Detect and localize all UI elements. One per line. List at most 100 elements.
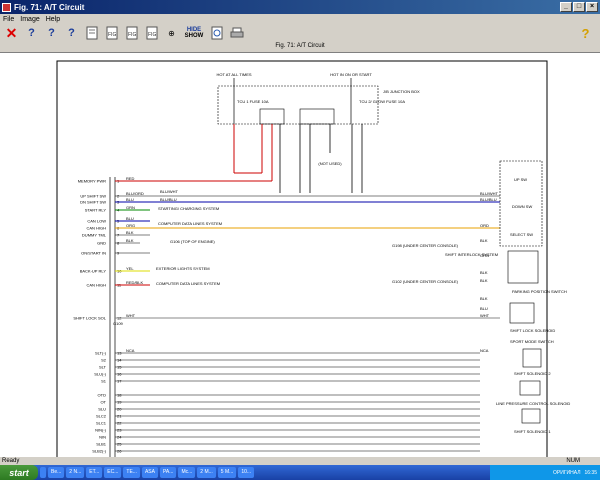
diagram-canvas[interactable]: HOT AT ALL TIMES HOT IN ON OR START J/B … xyxy=(0,52,600,458)
left-signal-label: CAN LOW xyxy=(87,219,106,224)
junction-box xyxy=(217,85,379,125)
wire-color-label: WHT xyxy=(126,313,136,318)
print-icon[interactable] xyxy=(228,25,245,41)
system-tray: ОРИГИНАЛ 16:35 xyxy=(490,465,600,480)
shift-solenoid-2-label: SHIFT SOLENOID 2 xyxy=(514,371,551,376)
right-wire-label: GRN xyxy=(480,253,489,258)
note-shift-interlock: SHIFT INTERLOCK SYSTEM xyxy=(445,252,498,257)
shift-lock-solenoid xyxy=(509,302,535,324)
note-starting: STARTING/ CHARGING SYSTEM xyxy=(158,206,219,211)
taskbar-task[interactable] xyxy=(40,467,46,478)
menu-help[interactable]: Help xyxy=(45,15,61,23)
left-signal-label: S2 xyxy=(101,358,107,363)
note-g102: G102 (UNDER CENTER CONSOLE) xyxy=(392,279,459,284)
close-x-icon[interactable]: ✕ xyxy=(5,24,18,41)
taskbar-task[interactable]: 5 M... xyxy=(217,467,237,478)
hide-show-button[interactable]: HIDE SHOW xyxy=(183,25,205,41)
search-help-icon[interactable]: ? xyxy=(68,27,75,39)
left-signal-label: SLU xyxy=(98,407,106,412)
left-signal-label: SLC1 xyxy=(96,421,107,426)
header-right-text: HOT IN ON OR START xyxy=(330,72,372,77)
figure-list-icon[interactable]: FIG xyxy=(103,25,120,41)
wire-color-label: BLU/ORD xyxy=(126,191,144,196)
close-button[interactable]: × xyxy=(586,2,598,12)
left-signal-label: SLB1 xyxy=(96,442,107,447)
window-titlebar: Fig. 71: A/T Circuit _ □ × xyxy=(0,0,600,14)
svg-text:FIG: FIG xyxy=(128,32,136,38)
menu-file[interactable]: File xyxy=(3,15,15,23)
wire-color-label: RED xyxy=(126,176,135,181)
left-signal-label: BACK-UP RLY xyxy=(80,269,107,274)
header-left-text: HOT AT ALL TIMES xyxy=(216,72,251,77)
left-signal-label: SLT xyxy=(99,365,107,370)
status-bar: Ready NUM xyxy=(0,457,600,465)
taskbar-task[interactable]: Mc... xyxy=(178,467,196,478)
maximize-button[interactable]: □ xyxy=(573,2,585,12)
wire-color-label: YEL xyxy=(126,266,134,271)
context-help-icon[interactable]: ? xyxy=(48,27,55,39)
taskbar-task[interactable]: 2 N... xyxy=(66,467,85,478)
minimize-button[interactable]: _ xyxy=(560,2,572,12)
right-wire-label: BLK xyxy=(480,278,488,283)
app-icon xyxy=(2,2,11,12)
left-signal-label: UP SHIFT SW xyxy=(80,194,106,199)
menu-bar: File Image Help xyxy=(0,14,600,24)
right-wire-label: BLK xyxy=(480,270,488,275)
left-signal-label: MEMORY PWR xyxy=(78,179,106,184)
left-signal-label: DN SHIFT SW xyxy=(80,200,106,205)
shift-lock-solenoid-label: SHIFT LOCK SOLENOID xyxy=(510,328,555,333)
figure-title: Fig. 71: A/T Circuit xyxy=(275,43,325,49)
taskbar-task[interactable]: 2 M... xyxy=(197,467,216,478)
note-blu-wht: BLU/WHT xyxy=(160,189,179,194)
sport-mode-switch-label: SPORT MODE SWITCH xyxy=(510,339,554,344)
help-book-icon[interactable]: ? xyxy=(581,25,590,41)
left-signal-label: NIN(-) xyxy=(95,428,107,433)
wire-color-label: NCA xyxy=(126,348,135,353)
select-sw-label: SELECT SW xyxy=(510,232,533,237)
note-exterior: EXTERIOR LIGHTS SYSTEM xyxy=(156,266,210,271)
taskbar-task[interactable]: TE... xyxy=(123,467,140,478)
parking-position-switch xyxy=(507,250,539,284)
figure-zoom-icon[interactable]: ⊕ xyxy=(168,28,175,38)
left-signal-label: OTD xyxy=(98,393,107,398)
right-wire-label: BLU xyxy=(480,306,488,311)
right-wire-label: NCA xyxy=(480,348,489,353)
wire-color-label: BLK xyxy=(126,238,134,243)
left-signal-label: OT xyxy=(100,400,106,405)
figure-prev-icon[interactable]: FIG xyxy=(123,25,140,41)
taskbar-task[interactable]: 10... xyxy=(238,467,255,478)
fuse-2-label: TCU 2/ GLOW FUSE 10A xyxy=(359,99,405,104)
figure-next-icon[interactable]: FIG xyxy=(143,25,160,41)
down-sw-label: DOWN SW xyxy=(512,204,532,209)
num-lock-indicator: NUM xyxy=(566,458,580,464)
left-signal-label: SHIFT LOCK SOL xyxy=(73,316,106,321)
right-wire-label: WHT xyxy=(480,313,490,318)
left-signal-label: SLU(-) xyxy=(94,372,106,377)
note-cdl-1: COMPUTER DATA LINES SYSTEM xyxy=(158,221,222,226)
shift-solenoid-1-label: SHIFT SOLENOID 1 xyxy=(514,429,551,434)
taskbar-task[interactable]: ЕС... xyxy=(104,467,122,478)
left-signal-label: S1 xyxy=(101,379,107,384)
help-pointer-icon[interactable]: ? xyxy=(28,27,35,39)
taskbar-task[interactable]: ET... xyxy=(86,467,103,478)
wire-color-label: RED/BLK xyxy=(126,280,143,285)
up-sw-label: UP SW xyxy=(514,177,527,182)
note-g109: G109 xyxy=(113,321,124,326)
taskbar-task[interactable]: Be... xyxy=(48,467,65,478)
page-icon[interactable] xyxy=(83,25,100,41)
left-signal-label: SLT(-) xyxy=(95,351,107,356)
left-signal-label: GND xyxy=(97,241,106,246)
refresh-icon[interactable] xyxy=(208,25,225,41)
note-g106: G106 (TOP OF ENGINE) xyxy=(170,239,215,244)
taskbar-task[interactable]: ASA xyxy=(141,467,158,478)
taskbar-task[interactable]: PA... xyxy=(159,467,177,478)
start-button[interactable]: start xyxy=(0,465,38,480)
left-signal-label: DUMMY TML xyxy=(82,233,107,238)
menu-image[interactable]: Image xyxy=(20,15,40,23)
clock: 16:35 xyxy=(584,469,597,476)
note-blu-blu: BLU/BLU xyxy=(160,197,177,202)
language-indicator[interactable]: ОРИГИНАЛ xyxy=(553,469,581,476)
hide-label: HIDE xyxy=(186,27,202,33)
note-g198: G198 (UNDER CENTER CONSOLE) xyxy=(392,243,459,248)
